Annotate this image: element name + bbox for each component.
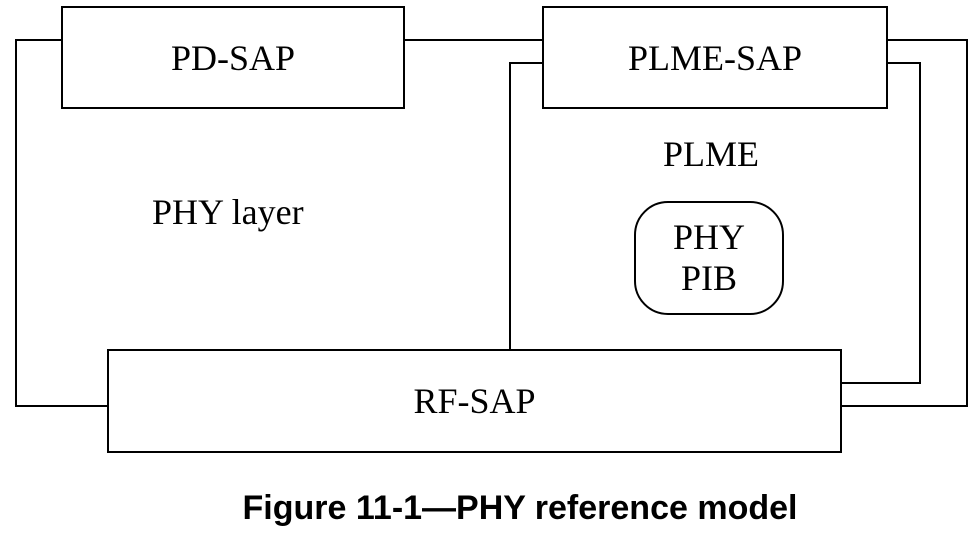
figure-caption: Figure 11-1—PHY reference model	[242, 489, 798, 527]
plme-boundary-right-line	[841, 62, 921, 384]
rf-sap-label: RF-SAP	[413, 381, 536, 421]
phy-pib-line1: PHY	[672, 216, 746, 257]
rf-sap-box: RF-SAP	[107, 349, 842, 453]
plme-sap-box: PLME-SAP	[542, 6, 888, 109]
phy-layer-label: PHY layer	[152, 192, 304, 232]
plme-boundary-left-line	[509, 62, 543, 350]
plme-sap-label: PLME-SAP	[627, 37, 803, 78]
phy-layer-boundary-line	[15, 39, 108, 407]
pd-sap-label: PD-SAP	[170, 37, 296, 78]
phy-pib-box: PHY PIB	[634, 201, 784, 315]
plme-label: PLME	[663, 134, 760, 174]
phy-pib-line2: PIB	[680, 258, 738, 298]
pd-sap-box: PD-SAP	[61, 6, 405, 109]
phy-layer-boundary-right-line	[841, 39, 968, 407]
